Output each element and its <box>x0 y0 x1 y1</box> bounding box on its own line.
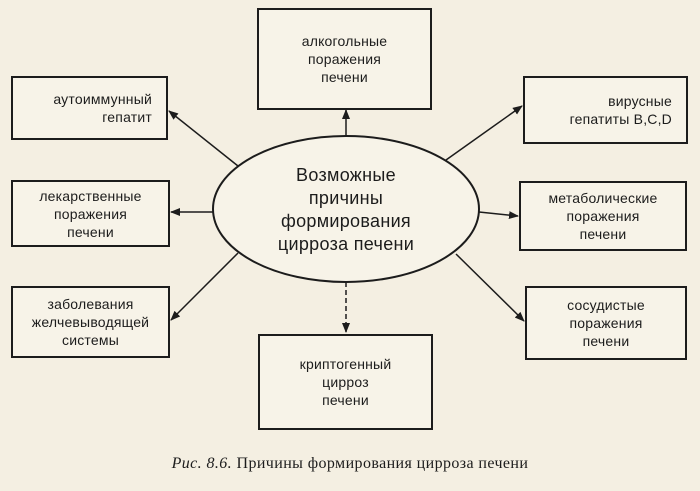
box-vascular-text: сосудистые поражения печени <box>567 297 645 349</box>
box-drug: лекарственные поражения печени <box>11 180 170 247</box>
box-biliary-text: заболевания желчевыводящей системы <box>31 296 150 348</box>
arrow-to-vascular <box>455 253 525 322</box>
box-autoimmune: аутоиммунный гепатит <box>11 76 168 140</box>
box-cryptogenic: криптогенный цирроз печени <box>258 334 433 430</box>
box-alcoholic: алкогольные поражения печени <box>257 8 432 110</box>
box-metabolic-text: метаболические поражения печени <box>548 190 658 242</box>
arrow-to-metabolic <box>478 211 519 220</box>
box-metabolic: метаболические поражения печени <box>519 181 687 251</box>
center-label: Возможные причины формирования цирроза п… <box>277 165 415 254</box>
arrow-to-autoimmune <box>168 110 239 167</box>
box-autoimmune-text: аутоиммунный гепатит <box>53 91 152 125</box>
caption-text: Причины формирования цирроза печени <box>232 455 529 472</box>
box-biliary: заболевания желчевыводящей системы <box>11 286 170 358</box>
box-vascular: сосудистые поражения печени <box>525 286 687 360</box>
figure-caption: Рис. 8.6. Причины формирования цирроза п… <box>0 455 700 473</box>
arrow-to-viral <box>445 105 523 161</box>
box-viral: вирусные гепатиты B,C,D <box>523 76 688 144</box>
box-viral-text: вирусные гепатиты B,C,D <box>569 93 672 127</box>
box-cryptogenic-text: криптогенный цирроз печени <box>299 356 392 408</box>
caption-label: Рис. 8.6. <box>171 455 233 472</box>
box-alcoholic-text: алкогольные поражения печени <box>301 33 388 85</box>
box-drug-text: лекарственные поражения печени <box>39 187 142 240</box>
arrow-to-biliary <box>170 252 239 321</box>
